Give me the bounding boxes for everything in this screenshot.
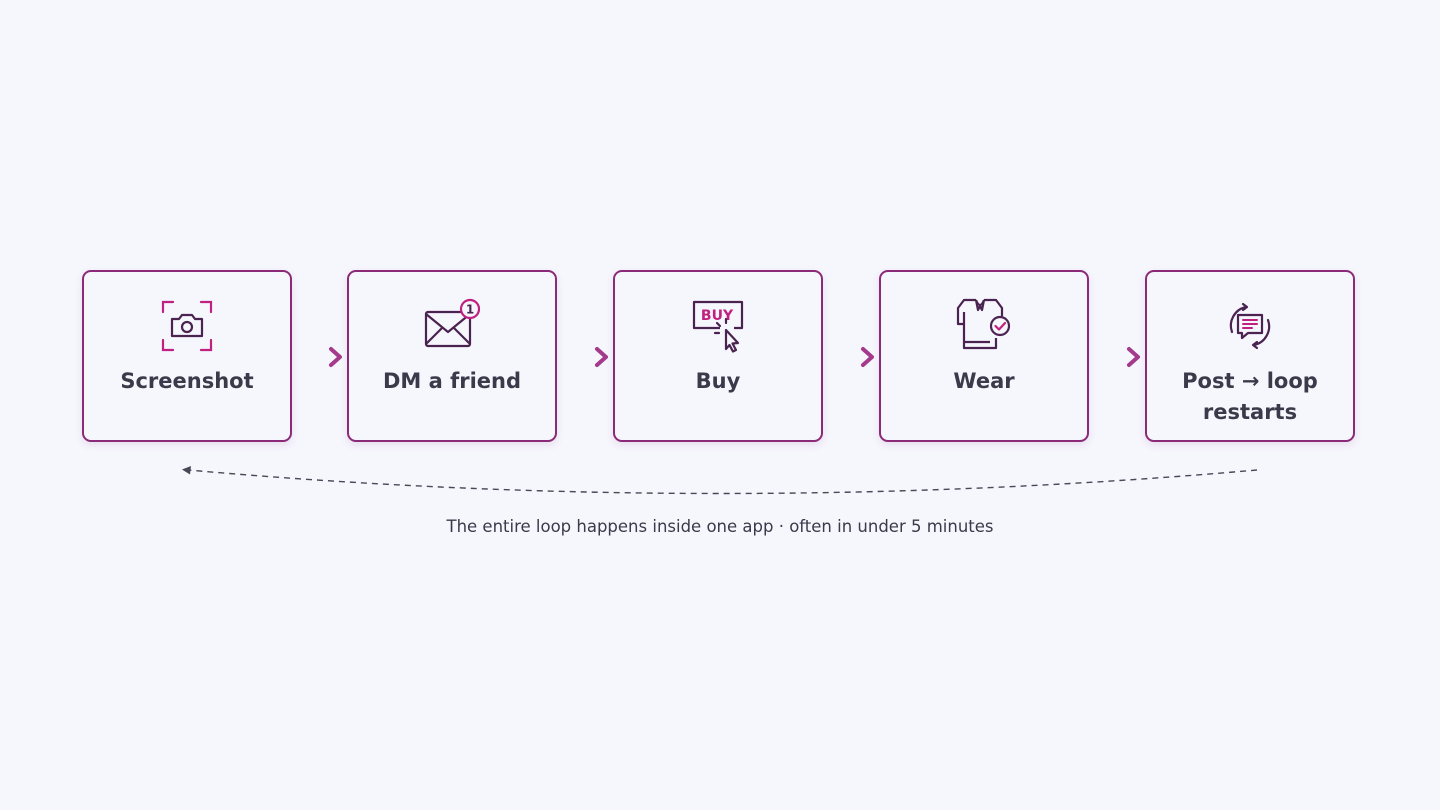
flow-arrow bbox=[570, 345, 610, 369]
step-card-post-restart: Post → loop restarts bbox=[1145, 270, 1355, 442]
diagram-caption: The entire loop happens inside one app ·… bbox=[446, 517, 994, 536]
step-card-wear: Wear bbox=[879, 270, 1089, 442]
flow-arrow bbox=[836, 345, 876, 369]
flow-arrow bbox=[1102, 345, 1142, 369]
buy-button-cursor-icon: BUY bbox=[690, 298, 746, 354]
step-card-buy: BUY Buy bbox=[613, 270, 823, 442]
step-label: Buy bbox=[695, 369, 741, 393]
buy-badge-text: BUY bbox=[701, 308, 734, 324]
envelope-notification-icon: 1 bbox=[424, 298, 480, 354]
step-card-screenshot: Screenshot bbox=[82, 270, 292, 442]
loop-return-arrow bbox=[170, 455, 1270, 505]
step-label: DM a friend bbox=[382, 369, 522, 393]
chat-refresh-icon bbox=[1222, 298, 1278, 354]
flow-arrow bbox=[304, 345, 344, 369]
step-label: Wear bbox=[953, 369, 1015, 393]
shirt-check-icon bbox=[956, 298, 1012, 354]
camera-viewfinder-icon bbox=[159, 298, 215, 354]
step-label: Screenshot bbox=[120, 369, 254, 393]
step-label: Post → loop restarts bbox=[1182, 369, 1318, 424]
step-card-dm-friend: 1 DM a friend bbox=[347, 270, 557, 442]
notification-badge: 1 bbox=[466, 303, 474, 317]
